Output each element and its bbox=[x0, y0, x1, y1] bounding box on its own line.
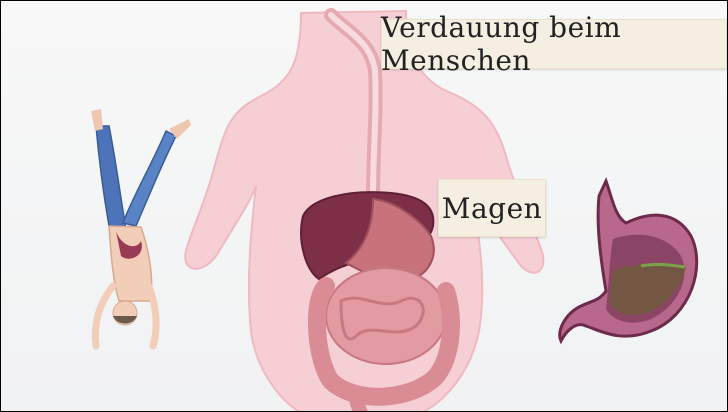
title-card: Verdauung beim Menschen bbox=[381, 19, 727, 69]
stomach-label: Magen bbox=[438, 179, 546, 237]
handstand-person-illustration bbox=[91, 109, 191, 346]
stomach-illustration bbox=[560, 181, 697, 341]
